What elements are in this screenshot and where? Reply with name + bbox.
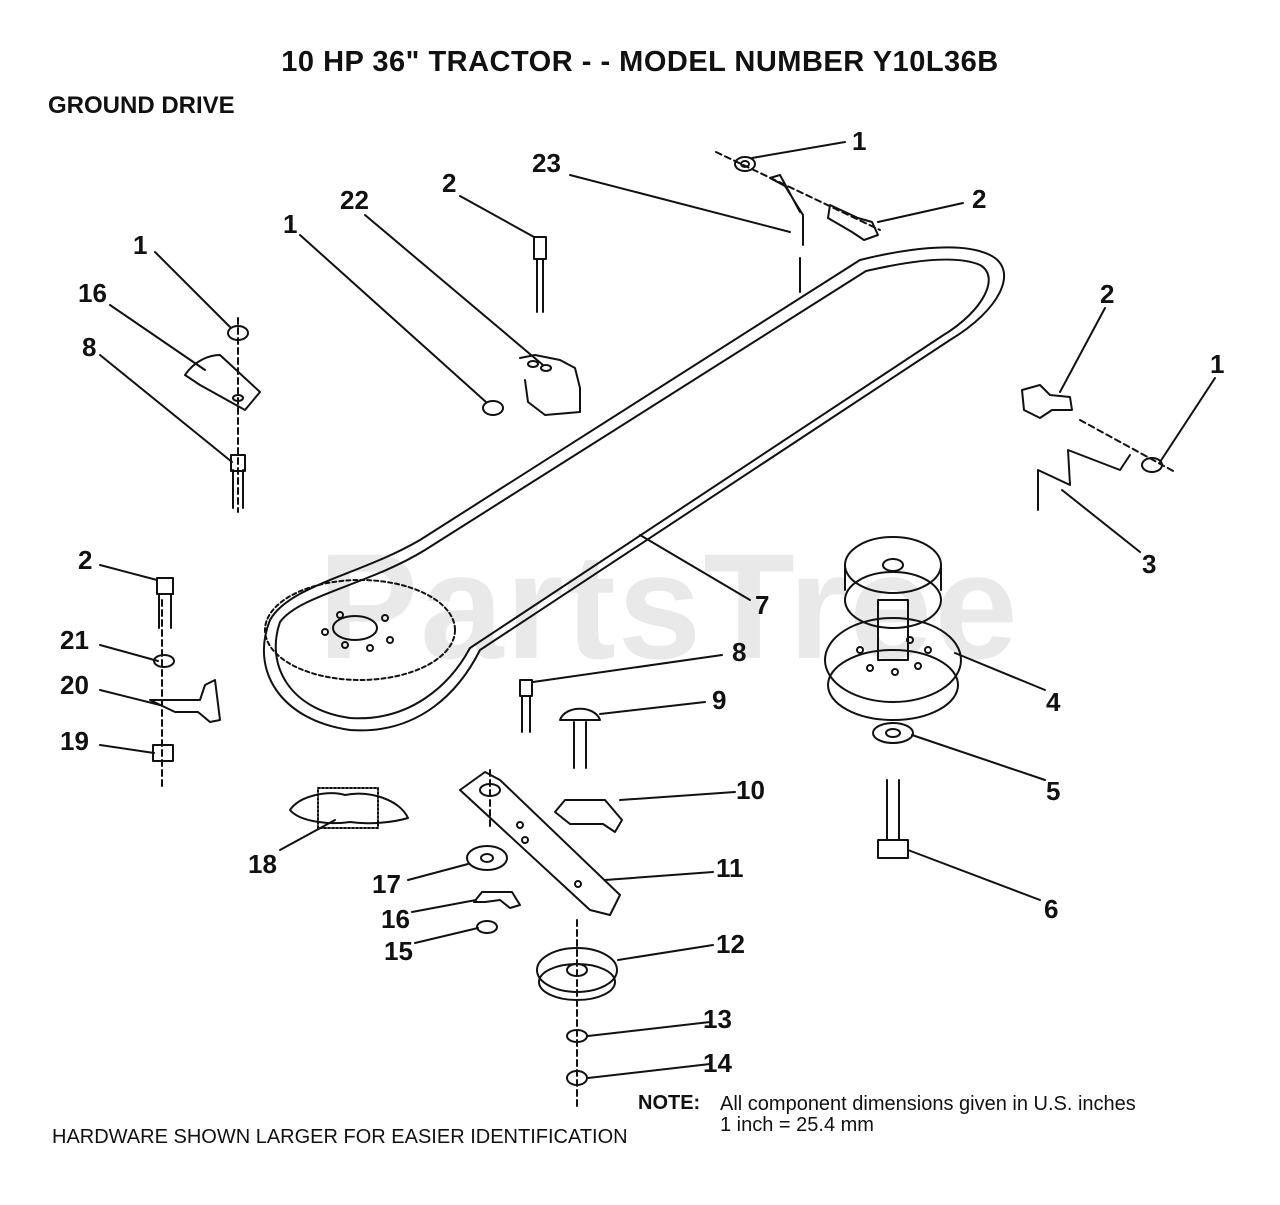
callout-label: 11 [716, 853, 744, 883]
callout-label: 23 [532, 148, 561, 178]
bracket-22 [482, 236, 581, 416]
callout-label: 1 [283, 209, 297, 239]
drive-belt [262, 246, 1006, 732]
callout-label: 1 [133, 230, 147, 260]
belt-pulley [264, 579, 456, 681]
callout-label: 2 [1100, 279, 1114, 309]
note-line-1: All component dimensions given in U.S. i… [720, 1093, 1136, 1115]
spring-18 [289, 787, 409, 829]
callout-label: 21 [60, 625, 89, 655]
callout-label: 10 [736, 775, 765, 805]
callout-label: 16 [78, 278, 107, 308]
callout-label: 2 [972, 184, 986, 214]
callout-label: 18 [248, 849, 277, 879]
callout-label: 15 [384, 936, 413, 966]
callout-labels: 1 2 23 2 22 1 1 16 8 2 1 3 7 2 21 20 19 … [60, 126, 1224, 1078]
callout-label: 16 [381, 904, 410, 934]
callout-label: 20 [60, 670, 89, 700]
pulley-12 [536, 919, 618, 1109]
callout-label: 12 [716, 929, 745, 959]
section-subtitle: GROUND DRIVE [48, 92, 235, 119]
bracket-3 [1021, 384, 1176, 511]
callout-label: 8 [82, 332, 96, 362]
callout-label: 1 [1210, 349, 1224, 379]
leader-lines [99, 141, 1216, 1079]
callout-label: 5 [1046, 776, 1060, 806]
callout-label: 8 [732, 637, 746, 667]
bracket-23 [715, 151, 881, 293]
callout-label: 2 [78, 545, 92, 575]
idler-hardware [466, 845, 521, 934]
idler-arm-11 [459, 769, 623, 916]
bolt-9 [519, 679, 601, 769]
callout-label: 9 [712, 685, 726, 715]
callout-label: 6 [1044, 894, 1058, 924]
left-hardware [149, 577, 221, 791]
diagram-title: 10 HP 36" TRACTOR - - MODEL NUMBER Y10L3… [281, 46, 999, 78]
pulley-4 [824, 536, 962, 721]
callout-label: 13 [703, 1004, 732, 1034]
callout-label: 2 [442, 168, 456, 198]
note-label: NOTE: [638, 1092, 701, 1114]
footer-caption: HARDWARE SHOWN LARGER FOR EASIER IDENTIF… [52, 1126, 628, 1148]
callout-label: 19 [60, 726, 89, 756]
callout-label: 4 [1046, 687, 1061, 717]
callout-label: 3 [1142, 549, 1156, 579]
callout-label: 17 [372, 869, 401, 899]
callout-label: 1 [852, 126, 866, 156]
bolt-6 [872, 722, 914, 859]
left-bracket-16 [184, 317, 261, 513]
callout-label: 14 [703, 1048, 732, 1078]
note-line-2: 1 inch = 25.4 mm [720, 1114, 874, 1136]
callout-label: 7 [755, 590, 769, 620]
callout-label: 22 [340, 185, 369, 215]
